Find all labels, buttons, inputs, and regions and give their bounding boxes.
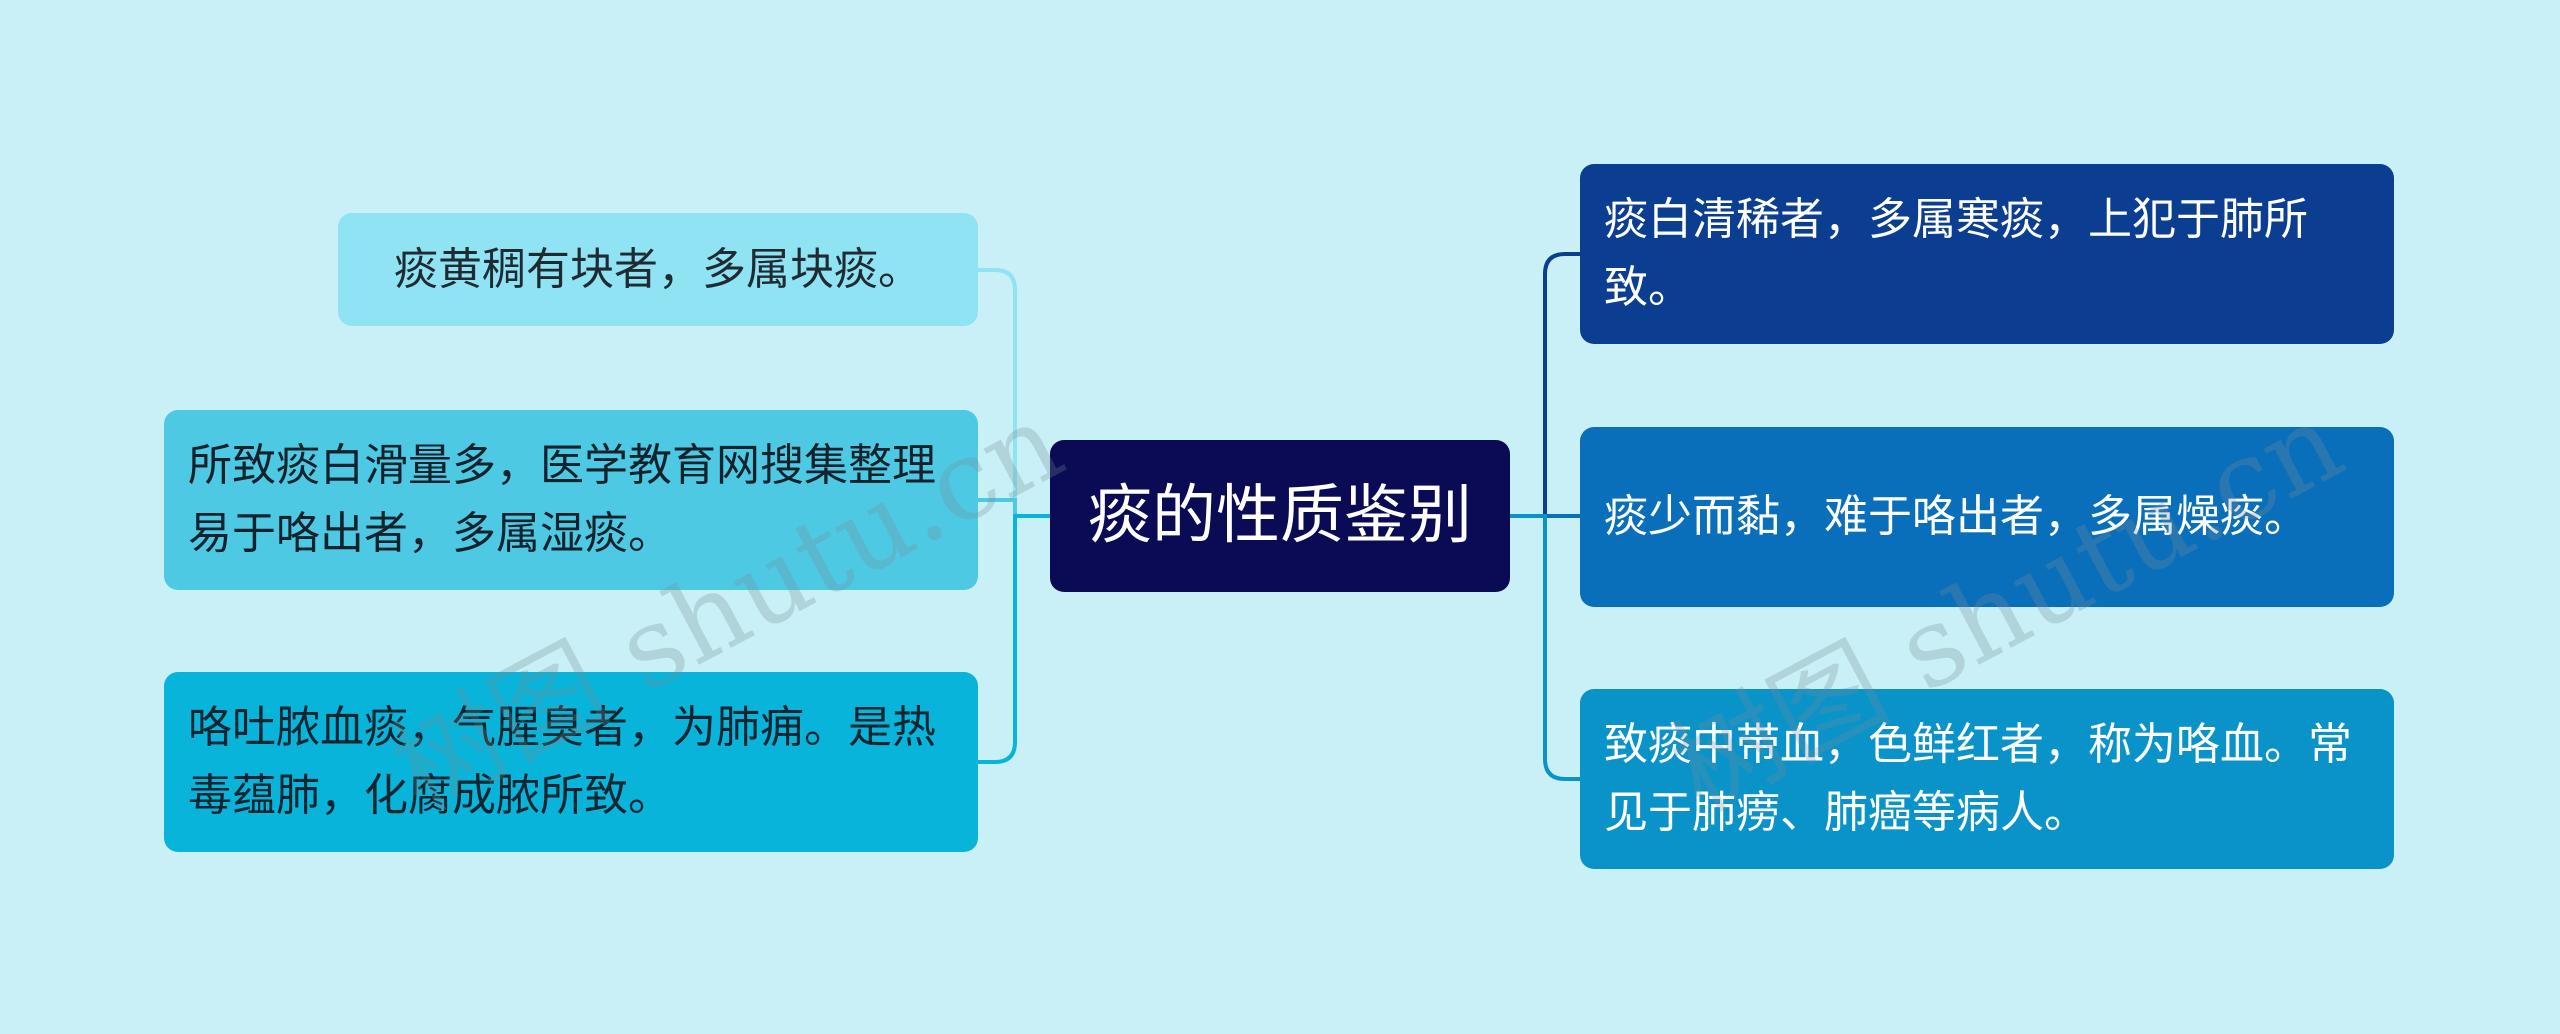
right-topic-1[interactable]: 痰白清稀者，多属寒痰，上犯于肺所致。 xyxy=(1580,164,2394,344)
left-topic-1-text: 痰黄稠有块者，多属块痰。 xyxy=(394,243,922,295)
right-topic-2-text: 痰少而黏，难于咯出者，多属燥痰。 xyxy=(1604,491,2308,542)
left-topic-2[interactable]: 所致痰白滑量多，医学教育网搜集整理易于咯出者，多属湿痰。 xyxy=(164,410,978,590)
right-topic-1-text: 痰白清稀者，多属寒痰，上犯于肺所致。 xyxy=(1604,194,2308,313)
connector-left-1 xyxy=(978,268,1050,518)
left-topic-3[interactable]: 咯吐脓血痰，气腥臭者，为肺痈。是热毒蕴肺，化腐成脓所致。 xyxy=(164,672,978,852)
left-topic-3-text: 咯吐脓血痰，气腥臭者，为肺痈。是热毒蕴肺，化腐成脓所致。 xyxy=(188,702,936,821)
right-topic-3[interactable]: 致痰中带血，色鲜红者，称为咯血。常见于肺痨、肺癌等病人。 xyxy=(1580,689,2394,869)
left-topic-1[interactable]: 痰黄稠有块者，多属块痰。 xyxy=(338,213,978,326)
right-topic-3-text: 致痰中带血，色鲜红者，称为咯血。常见于肺痨、肺癌等病人。 xyxy=(1604,719,2352,838)
left-topic-2-text: 所致痰白滑量多，医学教育网搜集整理易于咯出者，多属湿痰。 xyxy=(188,440,936,559)
connector-right-1 xyxy=(1510,252,1580,518)
center-topic[interactable]: 痰的性质鉴别 xyxy=(1050,440,1510,592)
connector-left-3 xyxy=(978,514,1050,764)
right-topic-2[interactable]: 痰少而黏，难于咯出者，多属燥痰。 xyxy=(1580,427,2394,607)
connector-right-3 xyxy=(1510,514,1580,781)
connector-left-2 xyxy=(978,498,1050,518)
center-topic-text: 痰的性质鉴别 xyxy=(1088,479,1472,553)
